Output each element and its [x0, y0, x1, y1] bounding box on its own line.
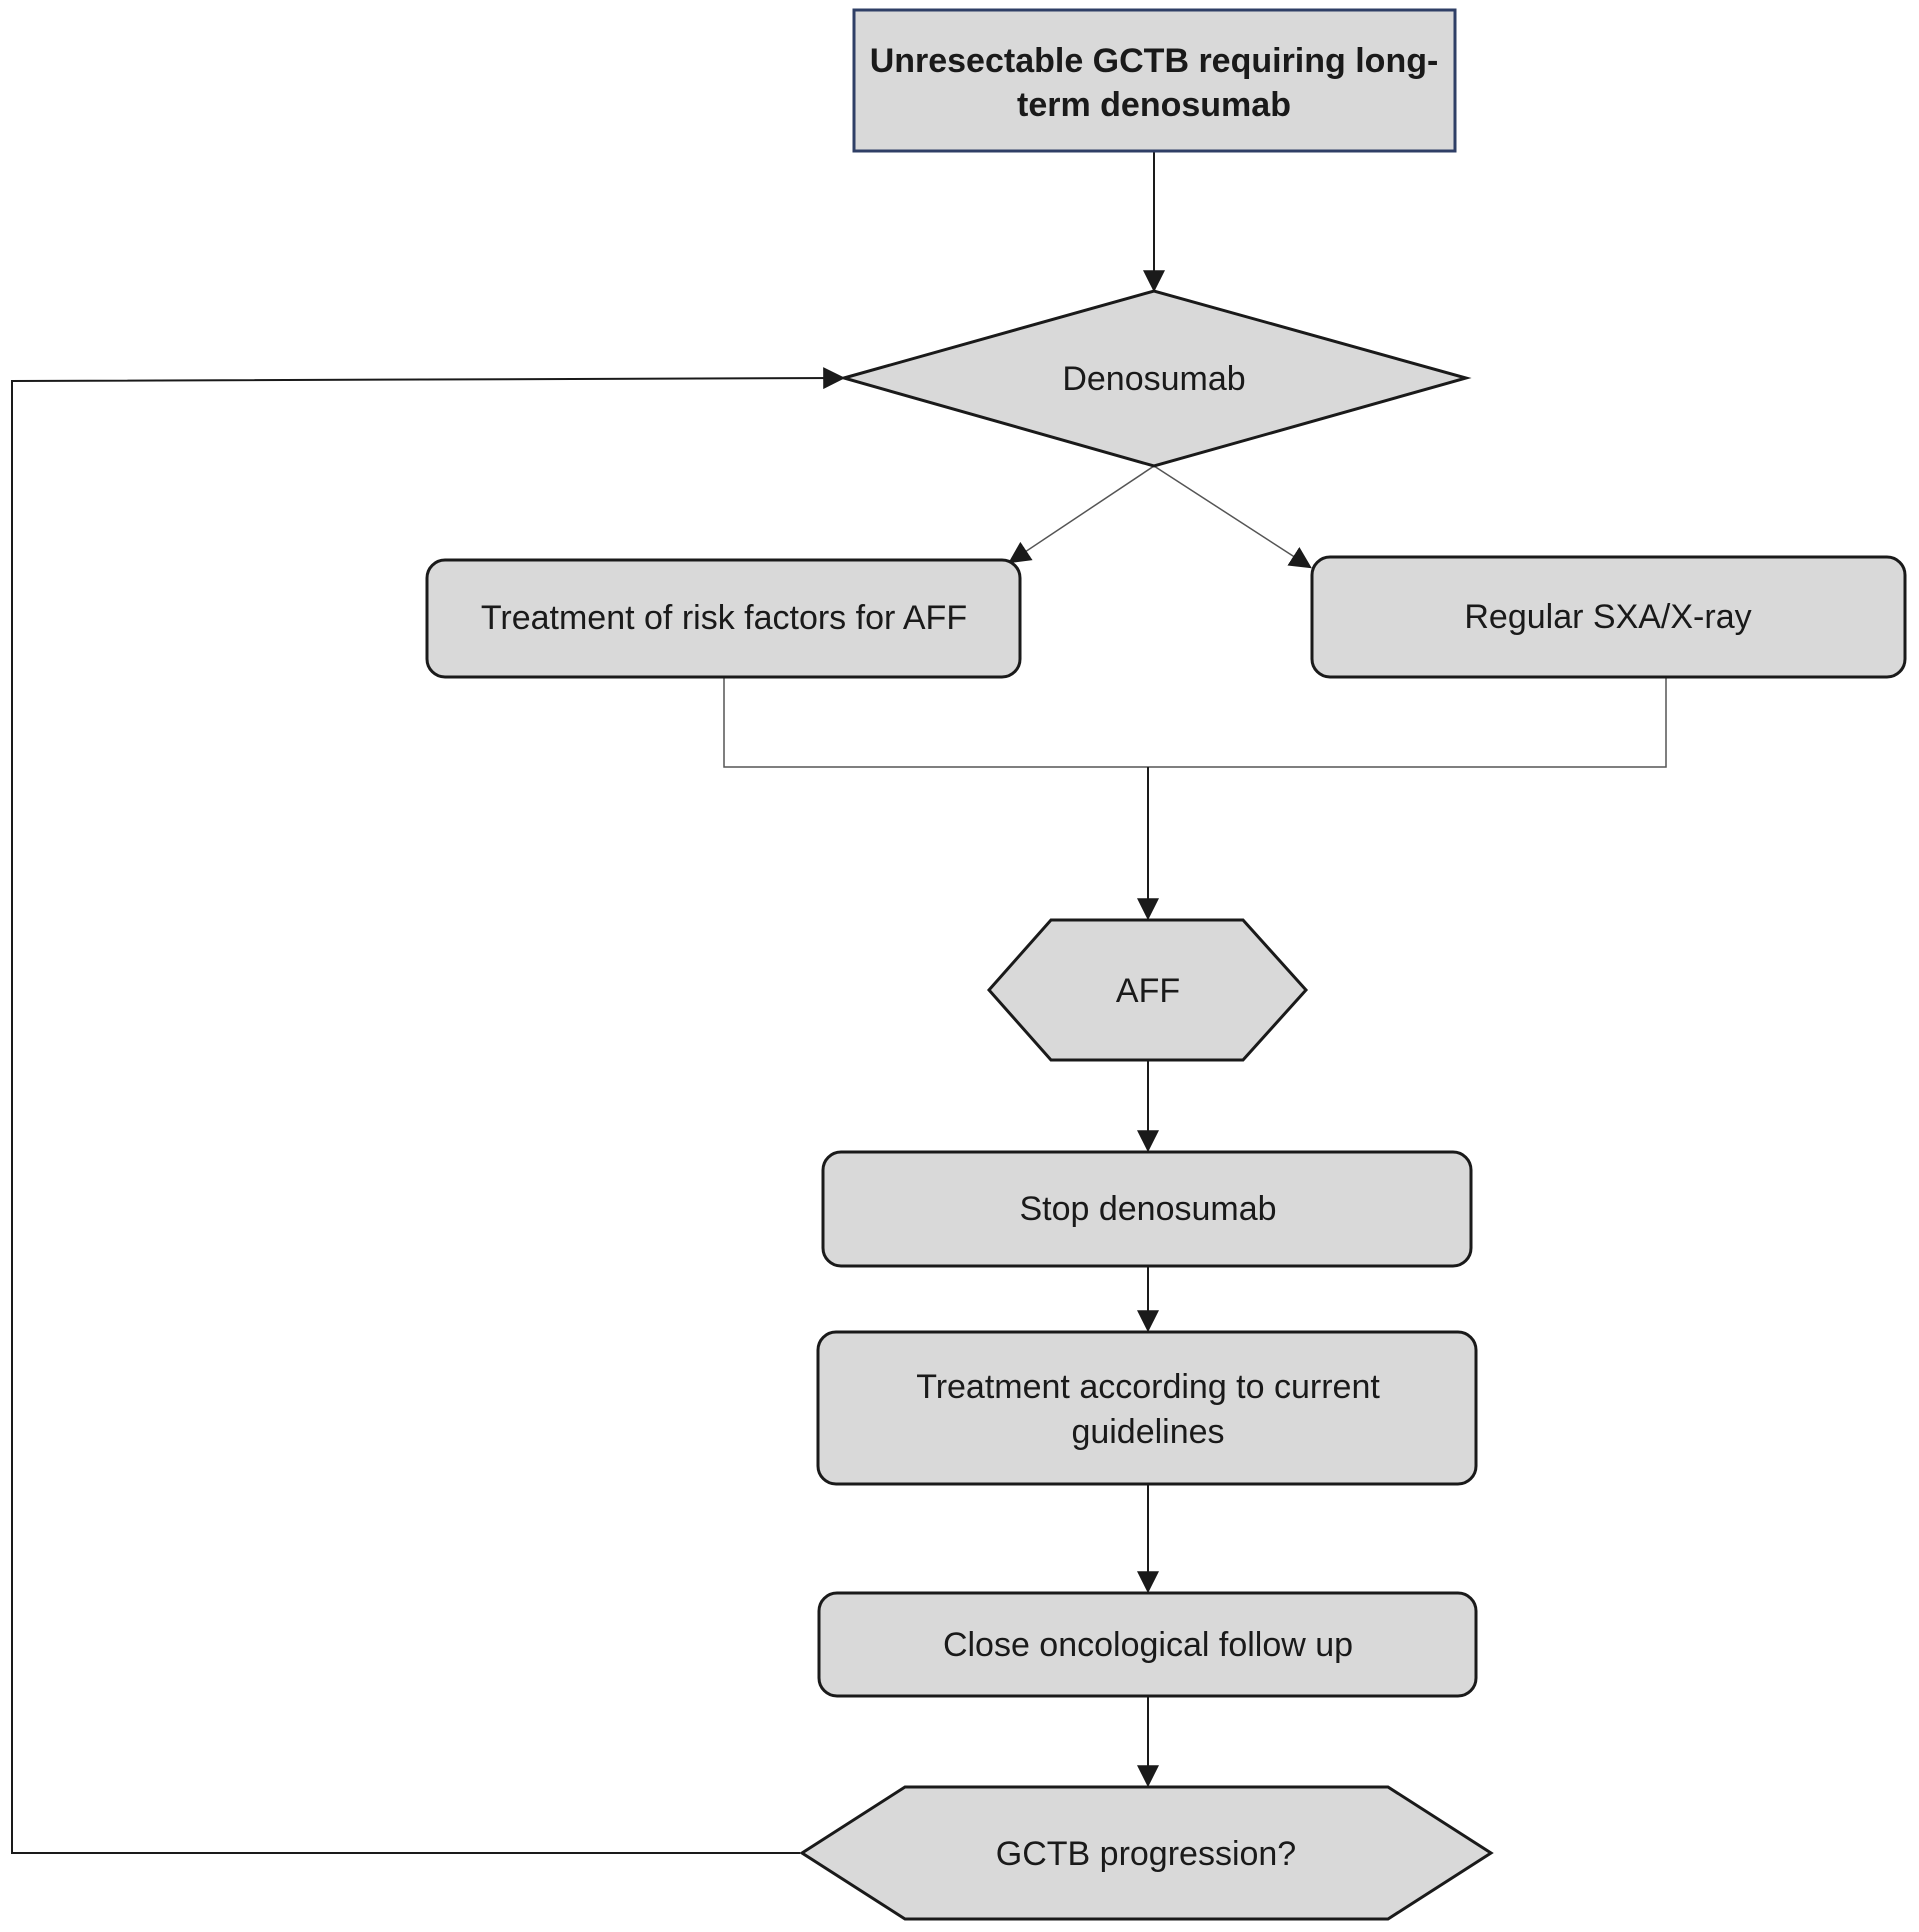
connector-merge — [723, 678, 1667, 768]
denosumab-label: Denosumab — [1062, 360, 1245, 398]
progression-node: GCTB progression? — [799, 1785, 1494, 1921]
treatment-line1: Treatment according to current — [916, 1368, 1380, 1406]
aff-label: AFF — [1116, 972, 1180, 1010]
treatment-node: Treatment according to current guideline… — [816, 1330, 1478, 1486]
follow-up-node: Close oncological follow up — [817, 1591, 1478, 1698]
progression-label: GCTB progression? — [996, 1835, 1296, 1873]
risk-factors-label: Treatment of risk factors for AFF — [481, 599, 967, 637]
stop-node: Stop denosumab — [821, 1150, 1473, 1268]
imaging-node: Regular SXA/X-ray — [1310, 555, 1907, 679]
follow-up-label: Close oncological follow up — [943, 1626, 1353, 1664]
denosumab-decision: Denosumab — [838, 289, 1472, 468]
connectors — [11, 152, 1667, 1854]
start-node-line1: Unresectable GCTB requiring long- — [870, 42, 1439, 80]
risk-factors-node: Treatment of risk factors for AFF — [425, 558, 1022, 679]
imaging-label: Regular SXA/X-ray — [1464, 598, 1751, 636]
connector-progression-to-denosumab — [11, 367, 846, 1854]
connector-denosumab-to-imaging — [1153, 465, 1312, 569]
connector-denosumab-to-risk-factors — [1008, 465, 1155, 564]
stop-label: Stop denosumab — [1019, 1190, 1276, 1228]
treatment-line2: guidelines — [1071, 1413, 1224, 1451]
start-node: Unresectable GCTB requiring long- term d… — [852, 8, 1457, 153]
aff-node: AFF — [986, 918, 1309, 1062]
start-node-line2: term denosumab — [1017, 86, 1291, 124]
